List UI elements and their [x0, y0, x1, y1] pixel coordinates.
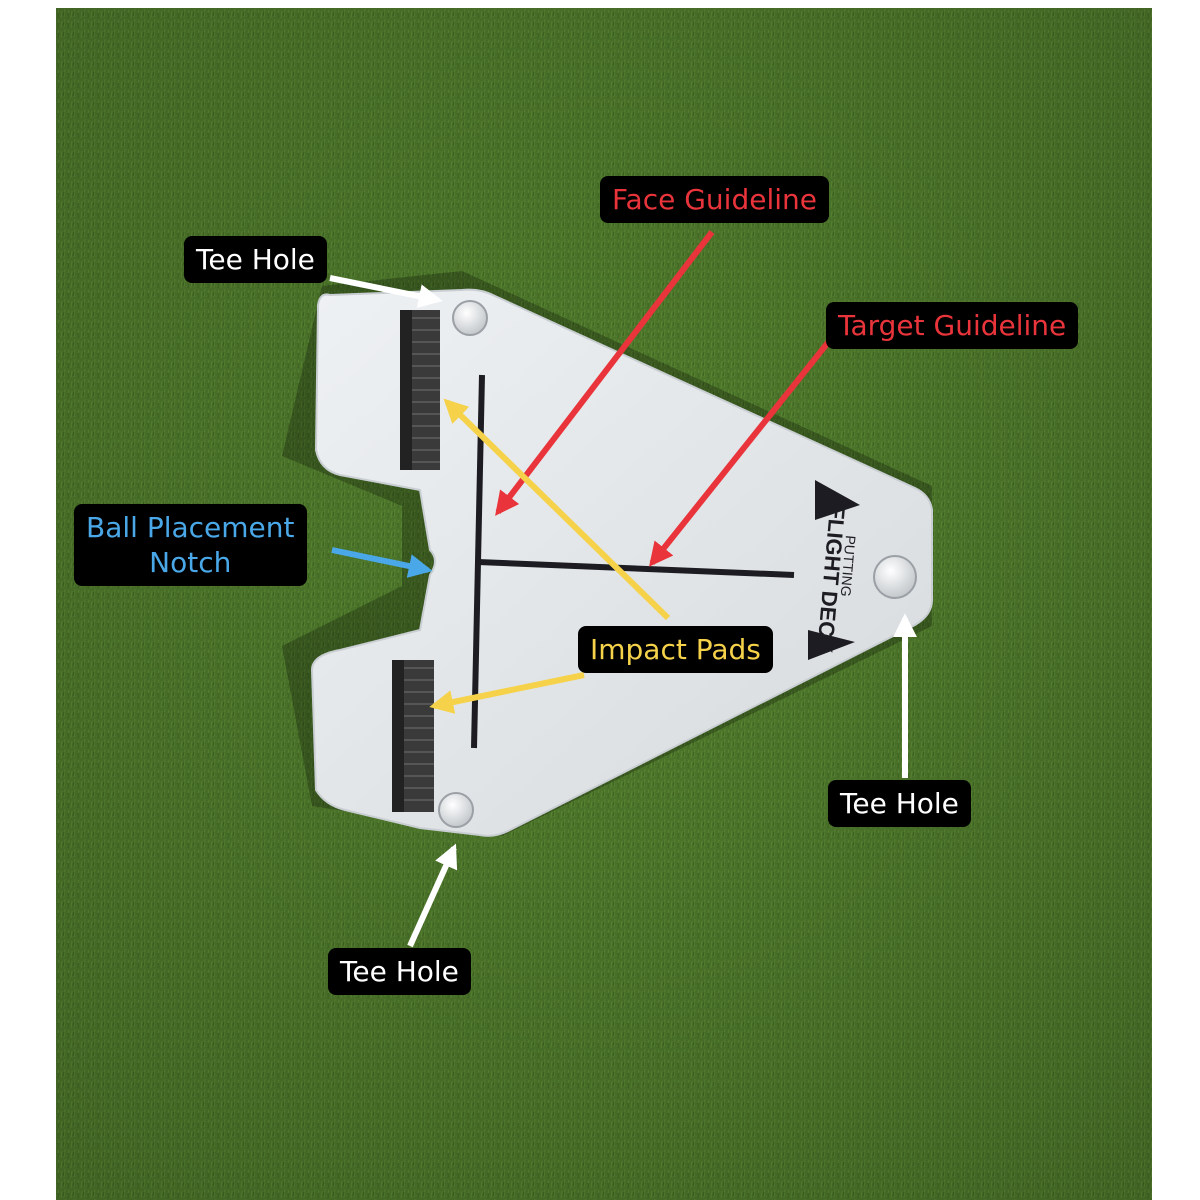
callout-target-guideline-text: Target Guideline: [838, 309, 1067, 342]
callout-tee-hole-bottom-text: Tee Hole: [340, 955, 459, 988]
callout-face-guideline: Face Guideline: [600, 176, 829, 223]
callout-tee-hole-right: Tee Hole: [828, 780, 971, 827]
arrow-impact-pad-bottom: [429, 672, 585, 714]
arrow-impact-pad-top: [443, 398, 671, 621]
tee-hole-bottom-left: [438, 792, 474, 828]
impact-pad-top: [400, 310, 440, 470]
callout-face-guideline-text: Face Guideline: [612, 183, 817, 216]
callout-target-guideline: Target Guideline: [826, 302, 1079, 349]
callout-tee-hole-top-left-text: Tee Hole: [196, 243, 315, 276]
tee-hole-top-left: [452, 300, 488, 336]
arrow-face-guideline: [495, 230, 715, 516]
callout-ball-placement-notch: Ball Placement Notch: [74, 504, 307, 586]
callout-ball-placement-line1: Ball Placement: [86, 511, 295, 544]
callout-impact-pads: Impact Pads: [578, 626, 773, 673]
arrow-tee-hole-top-left: [329, 275, 443, 308]
arrow-target-guideline: [649, 338, 833, 567]
callout-ball-placement-line2: Notch: [149, 546, 232, 579]
callout-tee-hole-right-text: Tee Hole: [840, 787, 959, 820]
target-guideline: [477, 559, 795, 578]
impact-pad-bottom: [392, 660, 434, 812]
tee-hole-right: [873, 555, 917, 599]
callout-tee-hole-bottom: Tee Hole: [328, 948, 471, 995]
brand-line2: PUTTING: [838, 535, 859, 598]
callout-tee-hole-top-left: Tee Hole: [184, 236, 327, 283]
arrow-ball-placement-notch: [331, 547, 433, 578]
callout-impact-pads-text: Impact Pads: [590, 633, 761, 666]
arrow-tee-hole-bottom: [407, 843, 458, 948]
